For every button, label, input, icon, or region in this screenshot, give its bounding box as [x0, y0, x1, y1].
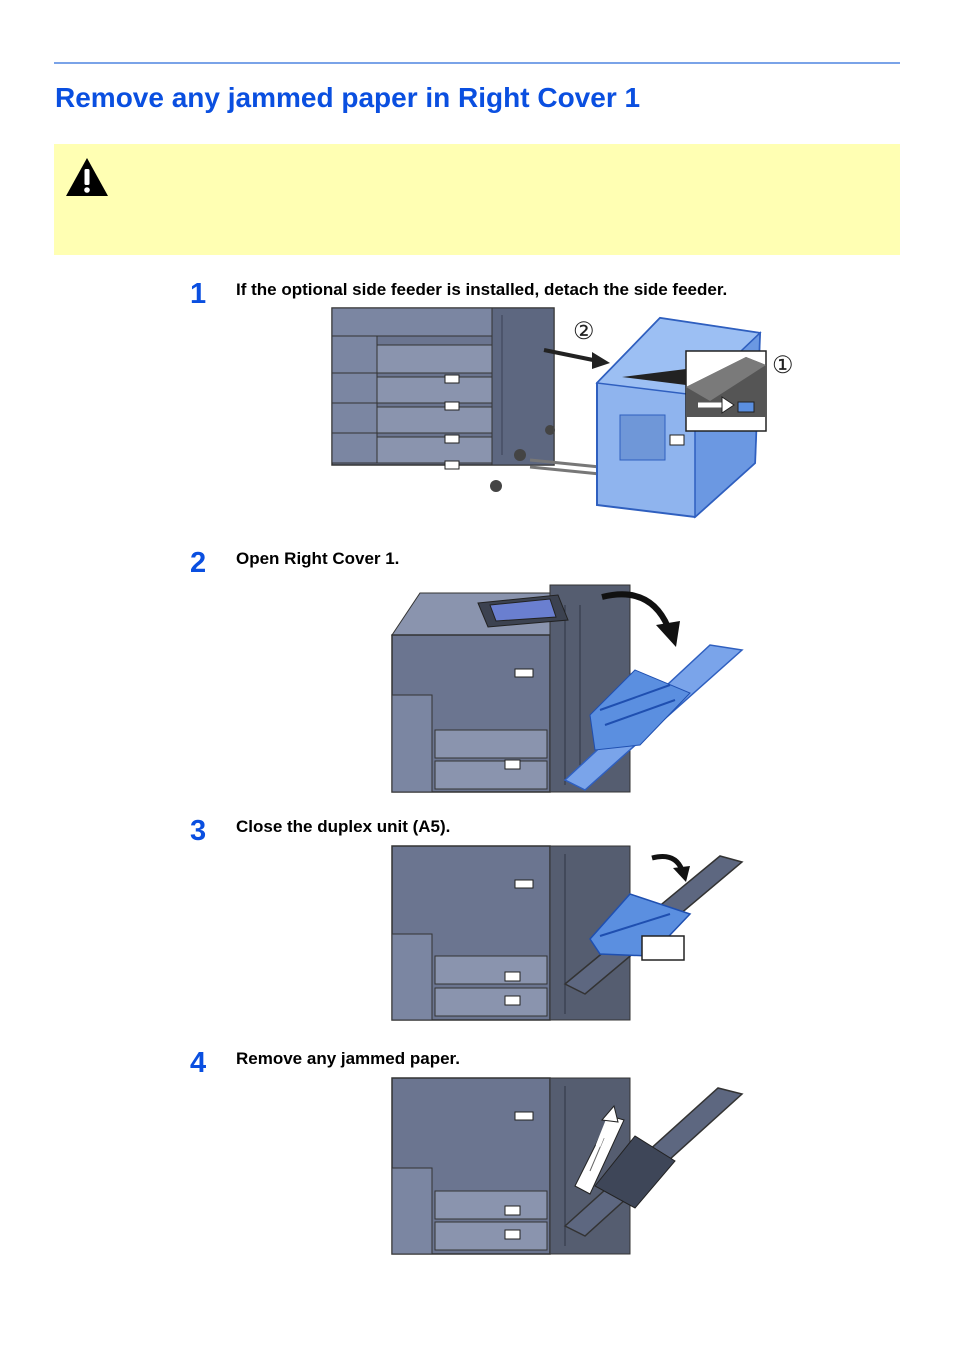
step-4-text: Remove any jammed paper.: [236, 1049, 460, 1068]
control-panel: [477, 594, 569, 628]
detail-inset: [622, 350, 767, 432]
printer-body: [391, 1077, 631, 1255]
arrow-up-icon: [595, 1104, 619, 1147]
step-3-illustration: [391, 845, 744, 1021]
right-cover-open: [563, 1087, 744, 1237]
warning-box: [54, 144, 900, 255]
step-2-illustration: [391, 584, 744, 793]
page-title: Remove any jammed paper in Right Cover 1: [55, 82, 641, 113]
duplex-unit: [589, 893, 692, 957]
step-3-text: Close the duplex unit (A5).: [236, 817, 451, 836]
step-2-text: Open Right Cover 1.: [236, 549, 400, 568]
step-2-number: 2: [190, 547, 207, 579]
arrow-curved-icon: [651, 854, 690, 882]
header-rule: [54, 62, 900, 64]
printer-body: [391, 845, 631, 1021]
arrow-curved-icon: [601, 591, 680, 647]
callout-1: ①: [772, 352, 794, 379]
step-1-number: 1: [190, 278, 207, 310]
step-1-text: If the optional side feeder is installed…: [236, 280, 728, 299]
right-cover-open: [563, 644, 744, 791]
label-tag: [641, 935, 685, 961]
step-4-number: 4: [190, 1047, 207, 1079]
step-3-number: 3: [190, 815, 207, 847]
callout-2: ②: [573, 318, 595, 345]
step-1-illustration: ② ①: [331, 307, 794, 519]
step-4-illustration: [391, 1077, 744, 1255]
arrow-right-icon: [543, 348, 610, 369]
printer-body: [391, 584, 631, 793]
printer-body: [331, 307, 555, 492]
warning-triangle-icon: [66, 158, 108, 196]
